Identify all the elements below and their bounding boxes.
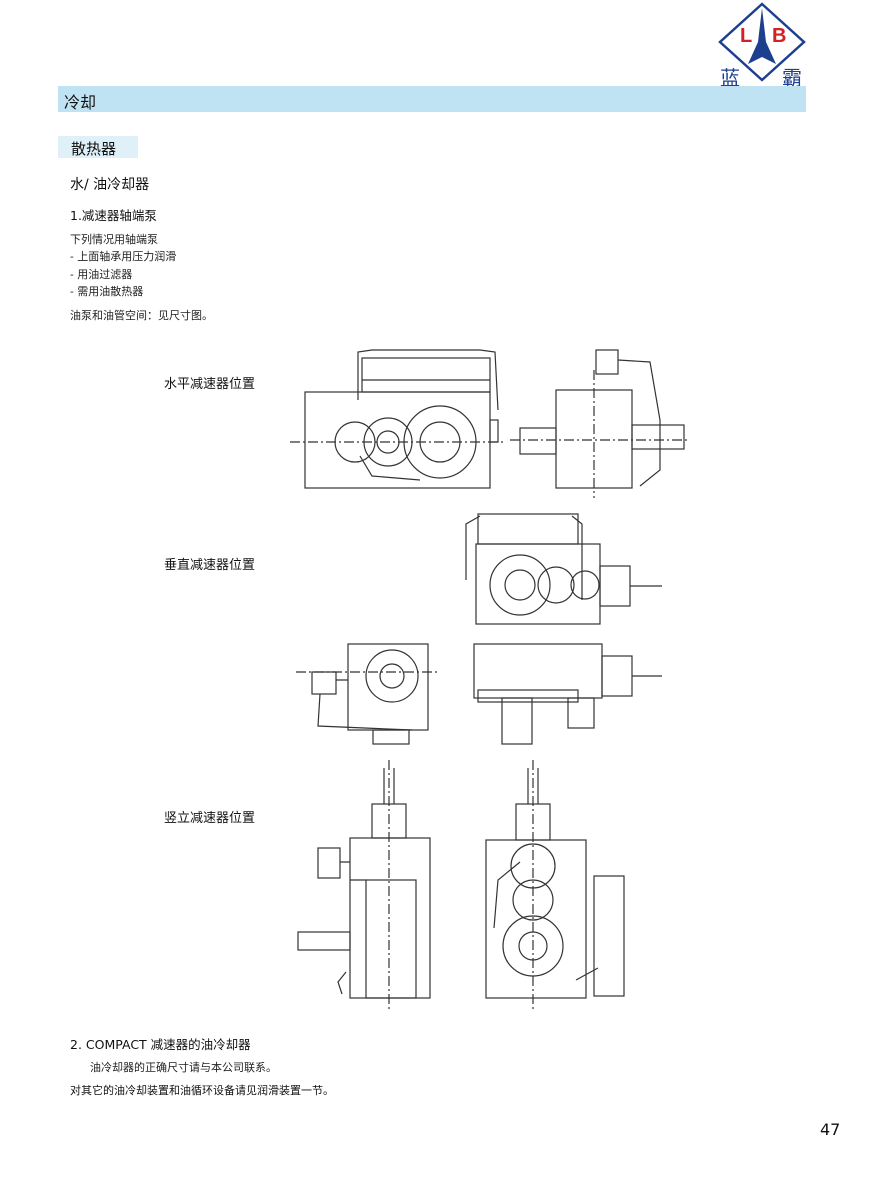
header-title: 冷却 <box>64 93 97 112</box>
item1-title: 1.减速器轴端泵 <box>70 208 157 223</box>
item1-note: 油泵和油管空间：见尺寸图。 <box>70 309 213 322</box>
item1-bullet: - 用油过滤器 <box>70 268 133 281</box>
vertical-top-drawing <box>465 513 662 625</box>
section-title: 散热器 <box>71 140 117 158</box>
vertical-lower-drawings <box>296 643 662 745</box>
label-upright: 竖立减速器位置 <box>164 811 256 826</box>
item2-text: 油冷却器的正确尺寸请与本公司联系。 <box>90 1061 277 1074</box>
svg-text:L: L <box>740 25 752 47</box>
upright-right-drawing <box>485 760 625 1010</box>
logo-mark: L B <box>718 2 806 82</box>
logo-char-left: 蓝 <box>720 66 740 90</box>
svg-text:B: B <box>772 25 786 47</box>
label-vertical: 垂直减速器位置 <box>164 558 256 573</box>
item1-bullet: - 上面轴承用压力润滑 <box>70 250 177 263</box>
item1-intro: 下列情况用轴端泵 <box>70 233 158 246</box>
horizontal-front-drawing <box>290 349 505 489</box>
page-number: 47 <box>820 1120 841 1139</box>
header-bar: 冷却 <box>58 86 806 112</box>
upright-left-drawing <box>297 760 431 1010</box>
company-logo: L B 蓝 霸 <box>716 2 808 90</box>
logo-char-right: 霸 <box>782 66 802 90</box>
subsection-title: 水/ 油冷却器 <box>70 177 150 193</box>
item2-title: 2. COMPACT 减速器的油冷却器 <box>70 1037 251 1052</box>
footer-note: 对其它的油冷却装置和油循环设备请见润滑装置一节。 <box>70 1084 334 1097</box>
label-horizontal: 水平减速器位置 <box>164 377 256 392</box>
horizontal-side-drawing <box>510 349 690 498</box>
section-bar: 散热器 <box>58 136 138 158</box>
item1-bullet: - 需用油散热器 <box>70 285 144 298</box>
